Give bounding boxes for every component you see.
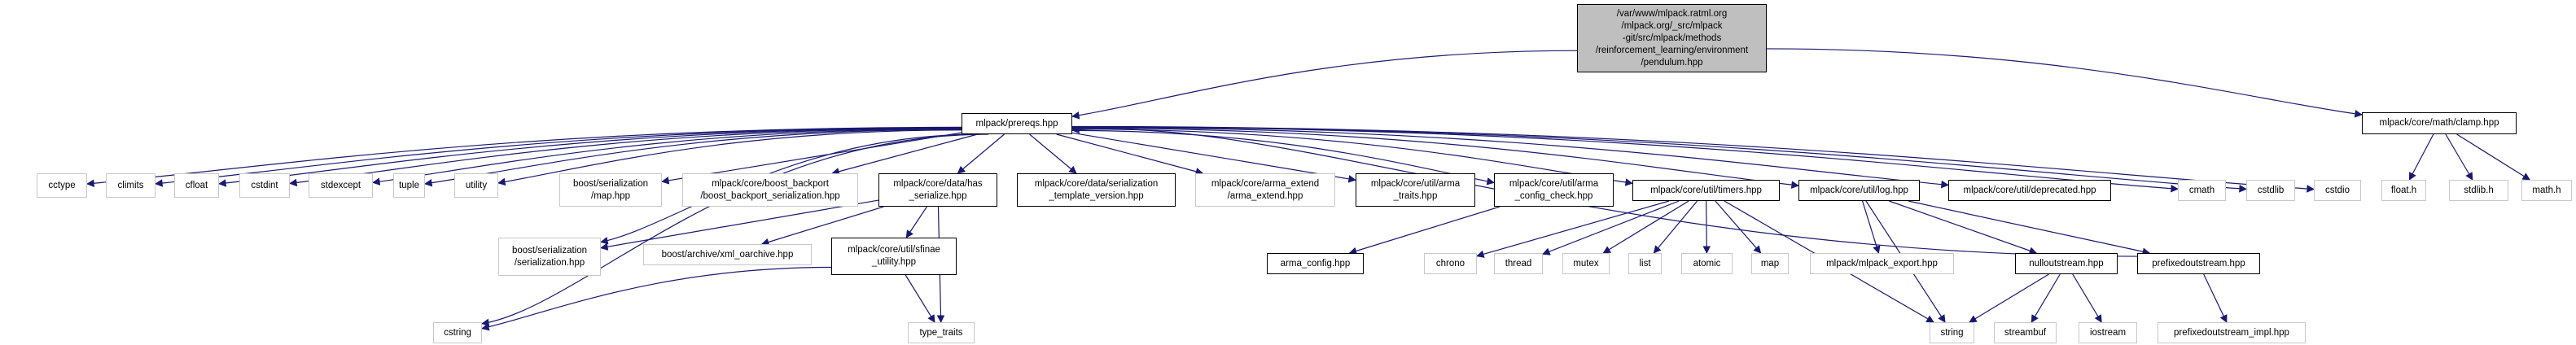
node-string: string [1930, 322, 1974, 343]
node-cmath: cmath [2178, 180, 2226, 201]
edge-has_serialize-to-sfinae [905, 206, 927, 238]
node-cstdio: cstdio [2314, 180, 2361, 201]
node-mutex: mutex [1562, 253, 1610, 274]
node-cstdlib: cstdlib [2246, 180, 2295, 201]
node-iostream: iostream [2079, 322, 2137, 343]
node-arma-extend: mlpack/core/arma_extend /arma_extend.hpp [1195, 173, 1335, 207]
node-type-traits: type_traits [908, 322, 975, 343]
edge-nulloutstream-to-streambuf [2031, 273, 2061, 323]
edge-prefixedoutstream-to-prereqs [1071, 125, 2138, 257]
node-cctype: cctype [37, 173, 87, 198]
node-cfloat: cfloat [174, 173, 219, 198]
edge-nulloutstream-to-string [1969, 273, 2049, 323]
edge-prefixedoutstream-to-prefixed_impl [2203, 273, 2228, 323]
edge-clamp-to-stdlib_h [2445, 133, 2473, 181]
node-list: list [1628, 253, 1662, 274]
node-arma-config-check[interactable]: mlpack/core/util/arma _config_check.hpp [1494, 173, 1614, 207]
edge-root-to-prereqs [1071, 50, 1578, 120]
node-float-h: float.h [2381, 180, 2426, 201]
node-streambuf: streambuf [1994, 322, 2057, 343]
edge-timers-to-atomic [1702, 200, 1711, 254]
edge-has_serialize-to-xml_oarchive [760, 206, 884, 247]
edge-clamp-to-float_h [2408, 133, 2434, 181]
node-prereqs[interactable]: mlpack/prereqs.hpp [962, 113, 1072, 134]
node-boost-serialization: boost/serialization /serialization.hpp [498, 238, 601, 276]
edge-has_serialize-to-boost_ser [600, 199, 879, 251]
edge-prereqs-to-utility [497, 129, 962, 186]
node-boost-backport: mlpack/core/boost_backport /boost_backpo… [682, 173, 858, 207]
node-atomic: atomic [1681, 253, 1733, 274]
node-cstring: cstring [433, 322, 482, 343]
edge-prereqs-to-arma_traits [1071, 132, 1356, 183]
node-mlpack-export: mlpack/mlpack_export.hpp [1810, 253, 1954, 274]
edge-prereqs-to-climits [155, 127, 962, 187]
node-prefixedoutstream[interactable]: prefixedoutstream.hpp [2137, 253, 2260, 274]
node-deprecated[interactable]: mlpack/core/util/deprecated.hpp [1948, 180, 2111, 201]
node-serialization-template-version[interactable]: mlpack/core/data/serialization _template… [1017, 173, 1176, 207]
edge-clamp-to-math_h [2456, 133, 2531, 181]
node-chrono: chrono [1424, 253, 1477, 274]
node-prefixedoutstream-impl: prefixedoutstream_impl.hpp [2158, 322, 2306, 343]
edge-prereqs-to-deprecated [1071, 126, 1949, 189]
edge-root-to-clamp [1766, 48, 2363, 118]
node-stdexcept: stdexcept [309, 173, 373, 198]
edge-arma_config_check-to-arma_config [1348, 206, 1500, 255]
edge-nulloutstream-to-iostream [2072, 273, 2102, 323]
edge-prereqs-to-cctype [86, 126, 962, 187]
node-has-serialize[interactable]: mlpack/core/data/has _serialize.hpp [878, 173, 997, 207]
edge-timers-to-chrono [1476, 200, 1670, 258]
node-xml-oarchive: boost/archive/xml_oarchive.hpp [643, 244, 812, 265]
edge-sfinae-to-cstring [481, 266, 832, 331]
edge-prereqs-to-cstring [481, 133, 989, 327]
node-utility: utility [454, 173, 498, 198]
node-clamp[interactable]: mlpack/core/math/clamp.hpp [2362, 112, 2517, 134]
edge-prereqs-to-log [1071, 127, 1799, 189]
edge-timers-to-map [1715, 200, 1762, 254]
node-climits: climits [106, 173, 156, 198]
edge-prereqs-to-arma_extend [1056, 133, 1204, 176]
node-arma-config[interactable]: arma_config.hpp [1267, 253, 1364, 274]
node-thread: thread [1494, 253, 1543, 274]
node-arma-traits[interactable]: mlpack/core/util/arma _traits.hpp [1356, 173, 1475, 207]
node-nulloutstream[interactable]: nulloutstream.hpp [2015, 253, 2118, 274]
edge-timers-to-mutex [1602, 200, 1689, 254]
edge-prereqs-to-has_serialize [957, 133, 1005, 174]
node-boost-map: boost/serialization /map.hpp [559, 173, 662, 207]
edge-log-to-mlpack_export [1861, 200, 1881, 254]
node-tuple: tuple [393, 173, 425, 198]
edge-timers-to-thread [1542, 200, 1680, 255]
node-math-h: math.h [2521, 180, 2572, 201]
edge-log-to-nulloutstream [1889, 200, 2038, 255]
node-log[interactable]: mlpack/core/util/log.hpp [1798, 180, 1920, 201]
edge-timers-to-list [1653, 200, 1698, 254]
edge-prereqs-to-boost_backport [831, 133, 978, 176]
node-map: map [1751, 253, 1789, 274]
node-cstdint: cstdint [239, 173, 290, 198]
edge-log-to-prefixedoutstream [1908, 200, 2151, 255]
edge-prereqs-to-ser_template [1029, 133, 1077, 174]
edge-prereqs-to-stdexcept [372, 128, 962, 186]
node-timers[interactable]: mlpack/core/util/timers.hpp [1632, 180, 1780, 201]
node-stdlib-h: stdlib.h [2449, 180, 2508, 201]
node-root-pendulum: /var/www/mlpack.ratml.org /mlpack.org/_s… [1577, 4, 1767, 72]
node-sfinae-utility[interactable]: mlpack/core/util/sfinae _utility.hpp [831, 238, 957, 275]
edge-sfinae-to-type_traits [905, 274, 935, 323]
